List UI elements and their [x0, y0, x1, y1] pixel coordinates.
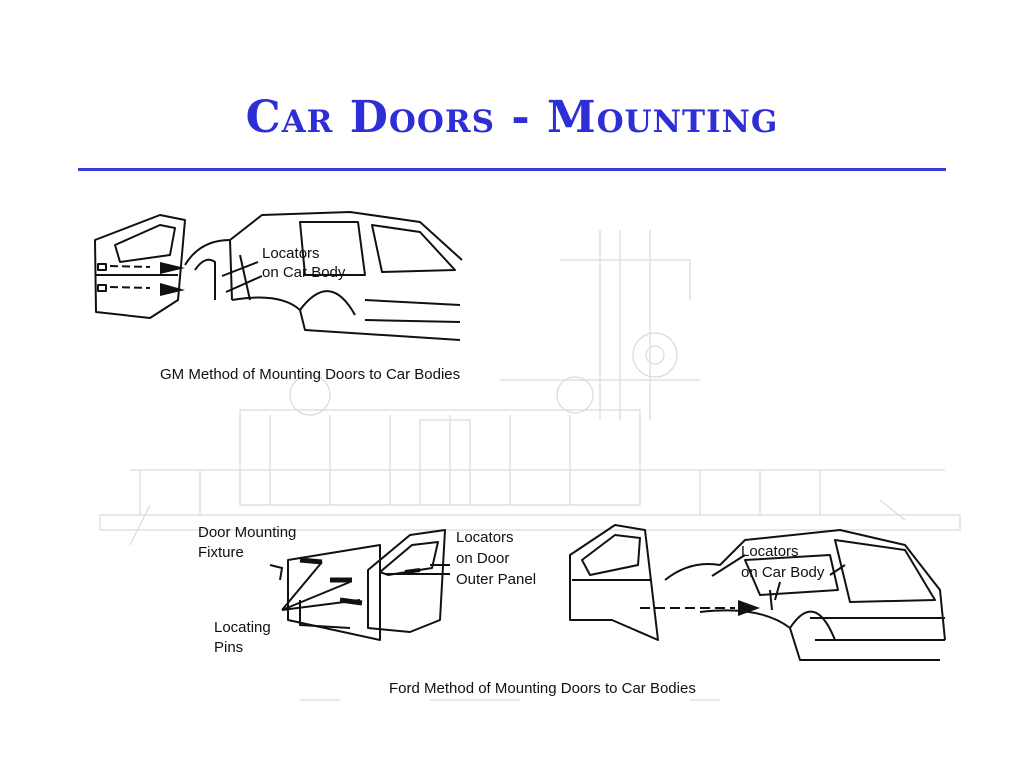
gm-locator-arrows — [109, 261, 263, 296]
ford-pins-label-line1: Locating — [214, 619, 271, 636]
gm-locators-label-line1: Locators — [262, 245, 320, 262]
slide-title: Car Doors - Mounting — [245, 92, 779, 143]
gm-door-illustration — [94, 214, 186, 319]
ford-body-locator-arrows — [640, 554, 846, 616]
ford-fixture-label-line1: Door Mounting — [198, 524, 296, 541]
ford-body-locators-label-line1: Locators — [741, 543, 799, 560]
ford-body-locators-label-line2: on Car Body — [741, 564, 825, 581]
ford-second-door-illustration — [569, 524, 659, 641]
ford-locating-arrows — [269, 557, 450, 611]
ford-fixture-label-line2: Fixture — [198, 544, 244, 561]
ford-door-locators-label-line1: Locators — [456, 529, 514, 546]
ford-car-body-illustration — [664, 529, 946, 661]
title-divider — [78, 168, 946, 171]
gm-car-body-illustration — [184, 211, 463, 341]
ford-door-locators-label-line2: on Door — [456, 550, 509, 567]
gm-locators-label-line2: on Car Body — [262, 264, 346, 281]
ford-caption: Ford Method of Mounting Doors to Car Bod… — [389, 680, 696, 697]
ford-pins-label-line2: Pins — [214, 639, 243, 656]
gm-caption: GM Method of Mounting Doors to Car Bodie… — [160, 366, 460, 383]
ford-door-locators-label-line3: Outer Panel — [456, 571, 536, 588]
background-patent-drawing — [99, 230, 961, 701]
